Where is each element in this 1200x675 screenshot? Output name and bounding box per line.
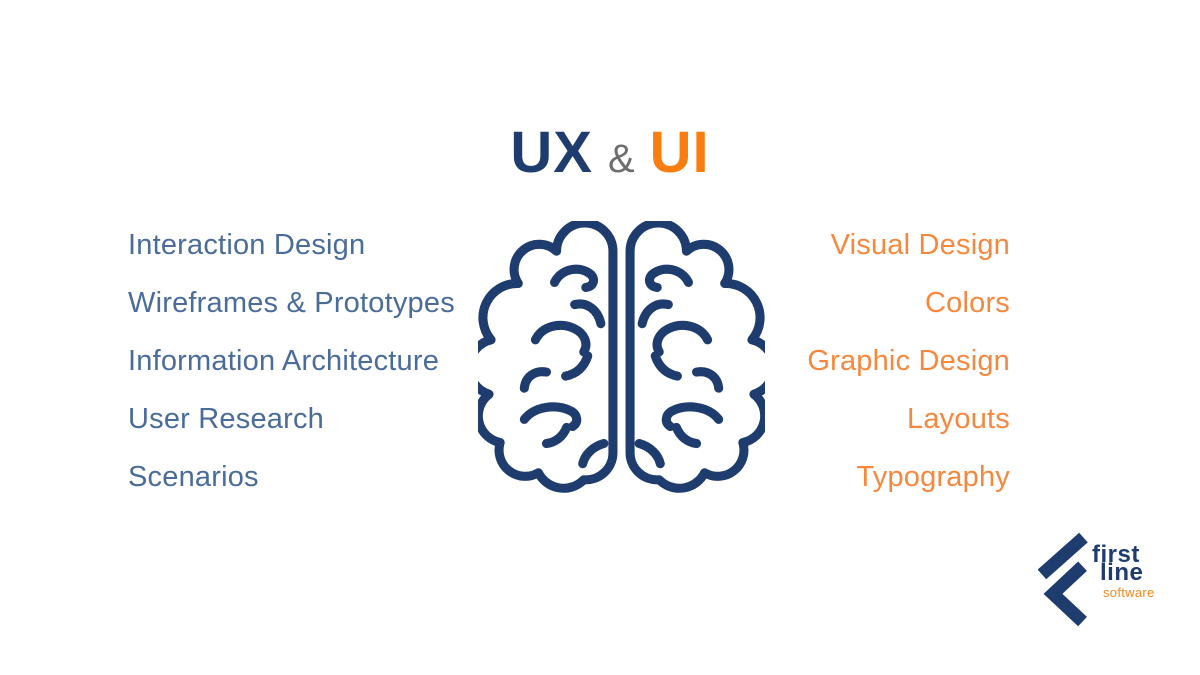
firstline-logo-icon [1038, 532, 1088, 627]
brain-icon [478, 221, 765, 508]
ui-list-item: Layouts [907, 403, 1010, 435]
logo-wordmark: first line software [1092, 541, 1155, 601]
ui-items-list: Visual Design Colors Graphic Design Layo… [807, 216, 1010, 506]
ui-list-item: Visual Design [830, 229, 1010, 261]
logo-word-line: line [1100, 559, 1144, 586]
ux-list-item: Interaction Design [128, 229, 366, 261]
ux-list-item: User Research [128, 403, 324, 435]
ui-list-item: Typography [856, 461, 1010, 493]
page-title: UX&UI [0, 124, 1200, 182]
ux-list-item: Scenarios [128, 461, 259, 493]
logo-word-software: software [1103, 585, 1155, 600]
title-ui: UI [649, 120, 710, 185]
ux-list-item: Information Architecture [128, 345, 440, 377]
title-ux: UX [510, 120, 593, 185]
ux-items-list: Interaction Design Wireframes & Prototyp… [128, 216, 455, 506]
ui-list-item: Graphic Design [807, 345, 1010, 377]
ui-list-item: Colors [925, 287, 1010, 319]
logo-word-first: first [1092, 541, 1140, 568]
title-ampersand: & [607, 137, 635, 181]
ux-list-item: Wireframes & Prototypes [128, 287, 455, 319]
